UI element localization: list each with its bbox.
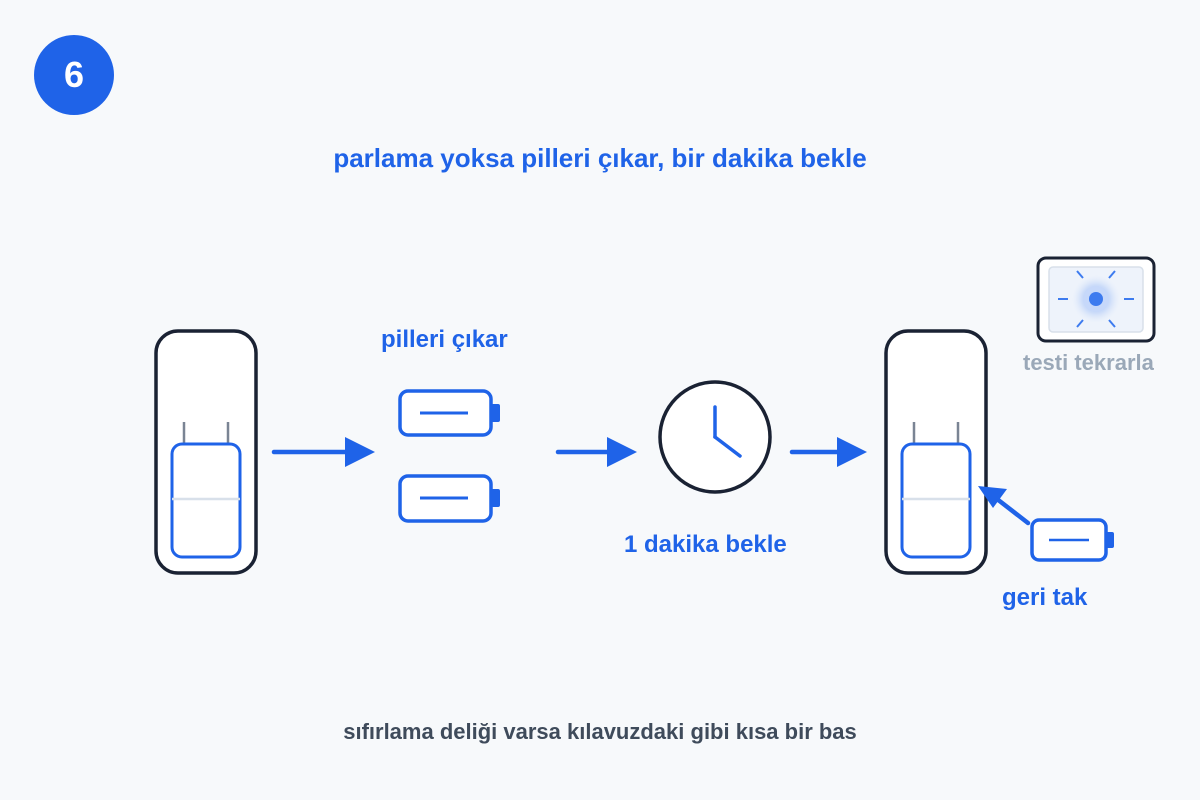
- device-before-icon: [154, 329, 258, 575]
- footer-note: sıfırlama deliği varsa kılavuzdaki gibi …: [343, 719, 857, 744]
- right-arrow-icon: [789, 437, 867, 467]
- reinsert-label: geri tak: [1002, 584, 1088, 611]
- battery-icon: [398, 389, 500, 437]
- flashing-light-test-icon: [1036, 256, 1156, 343]
- right-arrow-icon: [271, 437, 375, 467]
- clock-icon: [658, 380, 772, 494]
- battery-icon: [398, 474, 500, 523]
- step-number-badge: 6: [34, 35, 114, 115]
- step-title: parlama yoksa pilleri çıkar, bir dakika …: [333, 143, 867, 173]
- wait-label: 1 dakika bekle: [624, 531, 787, 558]
- retest-label: testi tekrarla: [1023, 350, 1154, 375]
- battery-icon: [1030, 518, 1114, 562]
- right-arrow-icon: [555, 437, 637, 467]
- reinsert-arrow-icon: [978, 486, 1031, 526]
- device-after-icon: [884, 329, 988, 575]
- remove-batteries-label: pilleri çıkar: [381, 326, 508, 353]
